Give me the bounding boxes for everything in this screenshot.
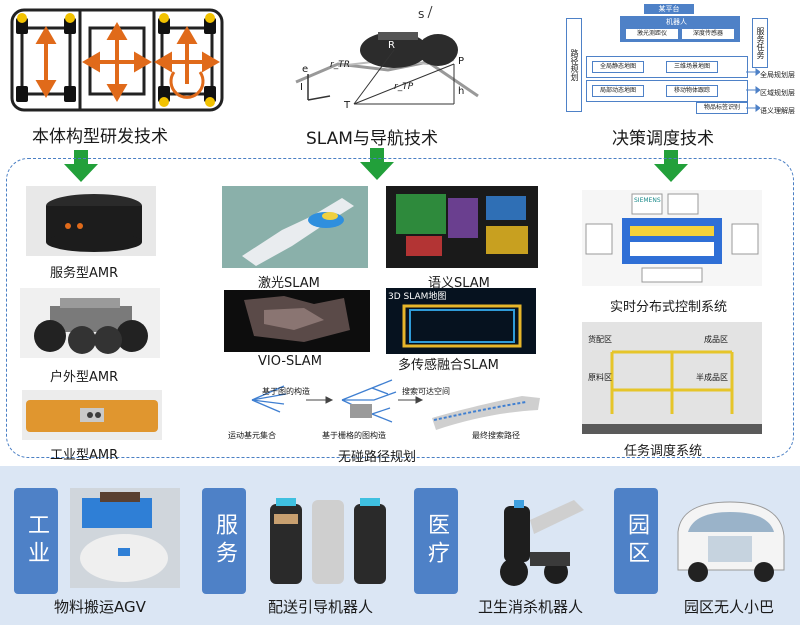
down-arrow-1 [64, 150, 98, 182]
decision-right-bar: 服务任务 [752, 18, 768, 68]
laser-slam-image [222, 186, 368, 268]
slam-label-rtr: r_TR [330, 60, 350, 70]
tech-panel [6, 158, 794, 458]
path-cap-grid: 基于栅格的图构造 [322, 431, 386, 440]
slam-label-r: R [388, 40, 395, 51]
slam-label-t: T [344, 100, 351, 111]
decision-robot: 机器人 [666, 18, 687, 26]
decision-map2: 三维场景地图 [666, 61, 718, 73]
path-planning-figure: 运动基元集合 基于图的构造 基于栅格的图构造 搜索可达空间 最终搜索路径 [222, 374, 562, 444]
decision-out-arrows [746, 68, 760, 112]
agv-label: 物料搬运AGV [54, 598, 146, 616]
decision-left-bar: 路径规划 [566, 18, 582, 112]
slam-label-p: P [458, 56, 465, 67]
service-amr-image [26, 186, 156, 256]
vio-slam-label: VIO-SLAM [258, 354, 322, 369]
slam-label-ex: e [302, 64, 309, 75]
minibus-label: 园区无人小巴 [684, 598, 775, 616]
realtime-system-image: SIEMENS [582, 190, 762, 286]
chassis-diagram [10, 8, 224, 112]
decision-out2: 区域规划层 [760, 89, 795, 97]
semantic-slam-label: 语义SLAM [428, 276, 490, 291]
zone-semi: 半成品区 [696, 373, 728, 382]
body-config-figure [8, 6, 226, 114]
zone-raw: 原料区 [588, 373, 612, 382]
slam-label-rtp: r_TP [394, 82, 414, 92]
zone-goods: 货配区 [588, 335, 612, 344]
decision-title: 决策调度技术 [612, 129, 714, 149]
decision-map-row2 [586, 80, 748, 102]
minibus-image [668, 492, 792, 588]
path-cap-search: 搜索可达空间 [402, 387, 450, 396]
zone-finished: 成品区 [704, 335, 728, 344]
decision-out1: 全局规划层 [760, 71, 795, 79]
service-amr-label: 服务型AMR [50, 266, 119, 281]
tag-service: 服务 [202, 488, 246, 594]
multi-slam-image: 3D SLAM地图 [386, 288, 536, 354]
guide-robot-label: 配送引导机器人 [268, 598, 374, 616]
slam-label-s: S [418, 10, 425, 21]
siemens-label: SIEMENS [634, 197, 661, 204]
slam-geometry-figure: S R P T h I e r_TR r_TP [278, 4, 490, 116]
body-config-title: 本体构型研发技术 [32, 127, 168, 147]
path-cap-motion: 运动基元集合 [228, 431, 276, 440]
industrial-amr-label: 工业型AMR [50, 448, 119, 463]
guide-robot-image [262, 490, 392, 590]
outdoor-amr-label: 户外型AMR [50, 370, 119, 385]
down-arrow-3 [654, 150, 688, 182]
realtime-system-label: 实时分布式控制系统 [610, 300, 728, 315]
disinfect-robot-label: 卫生消杀机器人 [478, 598, 584, 616]
slam-label-i: I [300, 82, 303, 93]
decision-laser: 激光测距仪 [626, 29, 678, 39]
decision-out3: 语义理解层 [760, 107, 795, 115]
vio-slam-image [224, 290, 370, 352]
industrial-amr-image [22, 390, 162, 440]
agv-image [70, 488, 180, 588]
decision-depth: 深度传感器 [682, 29, 734, 39]
decision-map-row1 [586, 56, 748, 78]
semantic-slam-image [386, 186, 538, 268]
outdoor-amr-image [20, 288, 160, 358]
decision-diagram: 路径规划 服务任务 某平台 机器人 激光测距仪 深度传感器 全局静态地图 三维场… [566, 2, 796, 120]
map3d-label: 3D SLAM地图 [388, 292, 447, 302]
slam-nav-title: SLAM与导航技术 [306, 129, 438, 149]
tag-medical: 医疗 [414, 488, 458, 594]
dispatch-system-label: 任务调度系统 [624, 444, 703, 459]
dispatch-system-image: 货配区 成品区 原料区 半成品区 [582, 322, 762, 434]
path-cap-final: 最终搜索路径 [472, 431, 520, 440]
decision-platform: 某平台 [644, 4, 694, 14]
decision-map4: 移动物体跟踪 [666, 85, 718, 97]
tag-park: 园区 [614, 488, 658, 594]
laser-slam-label: 激光SLAM [258, 276, 320, 291]
disinfect-robot-image [474, 490, 594, 590]
down-arrow-2 [360, 148, 394, 180]
decision-map5: 物品标签识别 [696, 102, 748, 114]
path-planning-label: 无碰路径规划 [338, 450, 417, 465]
multi-slam-label: 多传感融合SLAM [398, 358, 499, 373]
decision-map1: 全局静态地图 [592, 61, 644, 73]
slam-label-h: h [458, 86, 465, 97]
decision-map3: 局部动态地图 [592, 85, 644, 97]
path-cap-graph: 基于图的构造 [262, 387, 310, 396]
tag-industry: 工业 [14, 488, 58, 594]
